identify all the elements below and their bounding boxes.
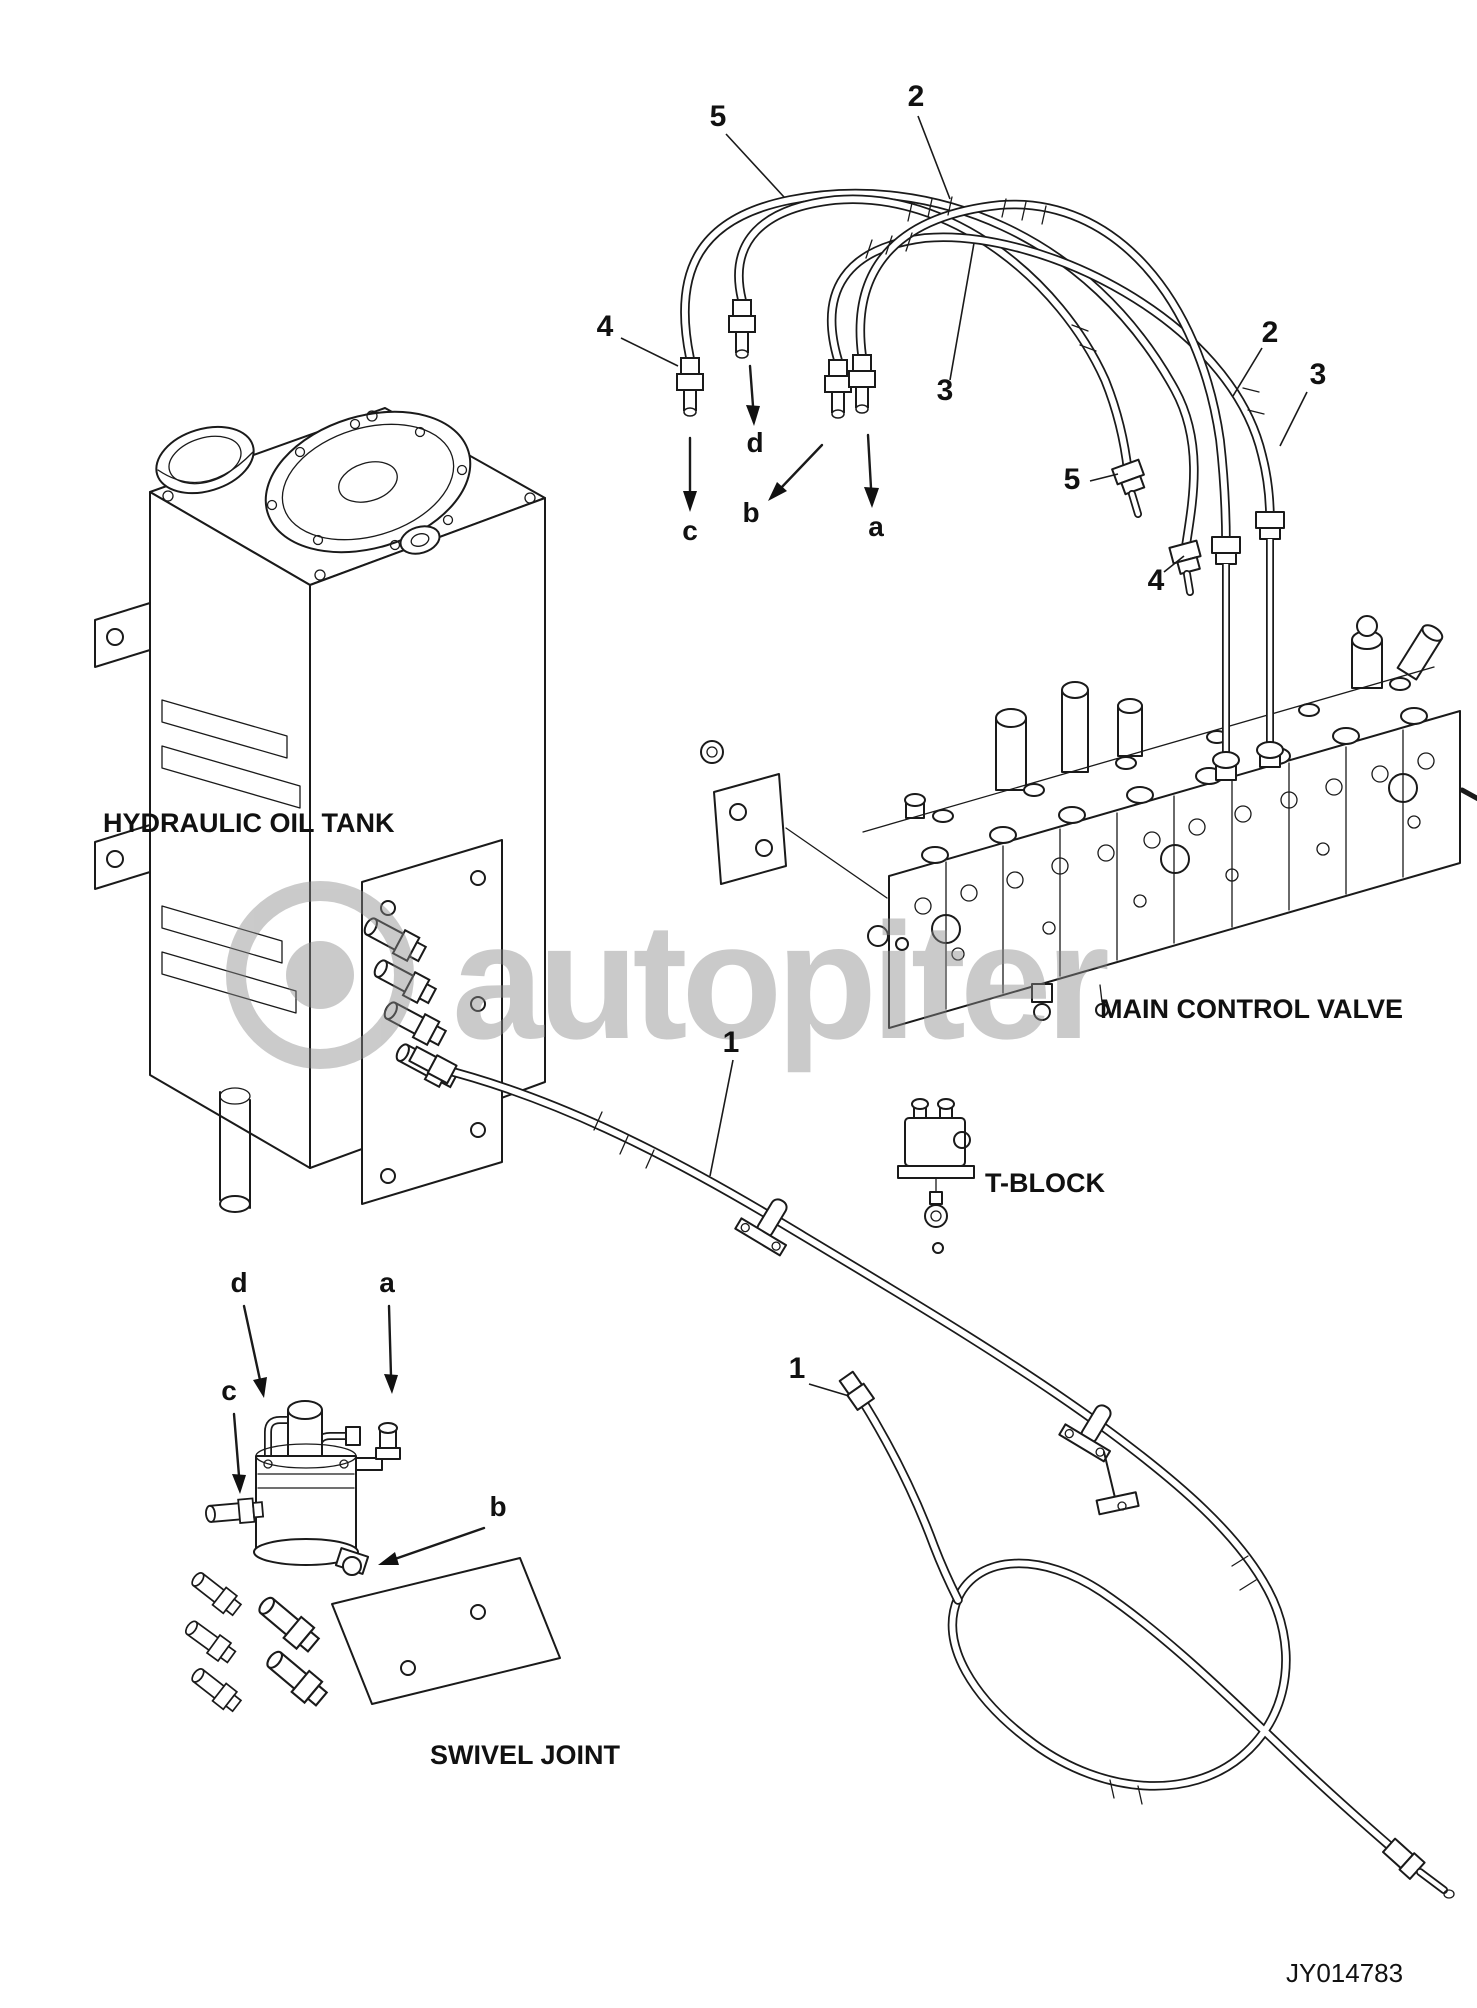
hose2-pipe-nut [1211,536,1241,554]
watermark-logo-ring [226,881,414,1069]
arrow-b-top [768,443,824,501]
port-letter-d-swivel: d [230,1267,247,1298]
label-hydraulic-oil-tank: HYDRAULIC OIL TANK [103,808,395,838]
pilot-hoses [676,188,1285,781]
arrow-c-top [683,436,697,512]
label-swivel-joint: SWIVEL JOINT [430,1740,621,1770]
port-letter-c-swivel: c [221,1375,237,1406]
port-letter-b-swivel: b [489,1491,506,1522]
callout-5-right: 5 [1064,463,1081,496]
annotations: 5 2 4 3 2 3 5 4 1 1 c d b a d a [103,80,1403,1988]
callout-4-right: 4 [1148,564,1165,597]
doc-number: JY014783 [1286,1958,1403,1988]
label-t-block: T-BLOCK [985,1168,1105,1198]
arrow-d-top [746,364,760,426]
arrow-c-swivel [232,1412,246,1494]
arrow-a-top [864,433,879,508]
callout-2-right: 2 [1262,316,1279,349]
hose1-clamp [734,1198,788,1257]
main-control-valve-drawing [700,615,1477,1029]
hose1-tank-fitting [408,1045,458,1085]
port-letter-a-swivel: a [379,1267,395,1298]
arrow-b-swivel [378,1526,486,1565]
return-hose-1 [408,1045,1455,1899]
watermark-text: autopiter [452,889,1108,1073]
callout-1-lower: 1 [789,1352,806,1385]
watermark: autopiter [226,881,1114,1073]
port-letter-c-top: c [682,515,698,546]
hose4-elbow [1168,539,1202,575]
port-letter-b-top: b [742,497,759,528]
callout-4-left: 4 [597,310,614,343]
callout-2-top: 2 [908,80,925,113]
swivel-joint-drawing [180,1400,561,1716]
label-main-control-valve: MAIN CONTROL VALVE [1100,994,1403,1024]
watermark-logo-dot [286,941,354,1009]
hose1-clamp [1058,1404,1112,1463]
hose5-elbow [1111,458,1146,496]
hose3-pipe-nut [1255,511,1285,529]
port-letter-d-top: d [746,427,763,458]
hydraulic-oil-tank-drawing [94,407,546,1213]
arrow-d-swivel [242,1304,267,1398]
arrow-a-swivel [384,1304,398,1394]
callout-3-right: 3 [1310,358,1327,391]
callout-3-mid: 3 [937,374,954,407]
callout-1-upper: 1 [723,1026,740,1059]
t-block-drawing [897,1098,975,1254]
port-letter-a-top: a [868,511,884,542]
hose1-branch-fitting [838,1370,875,1411]
callout-5-top: 5 [710,100,727,133]
